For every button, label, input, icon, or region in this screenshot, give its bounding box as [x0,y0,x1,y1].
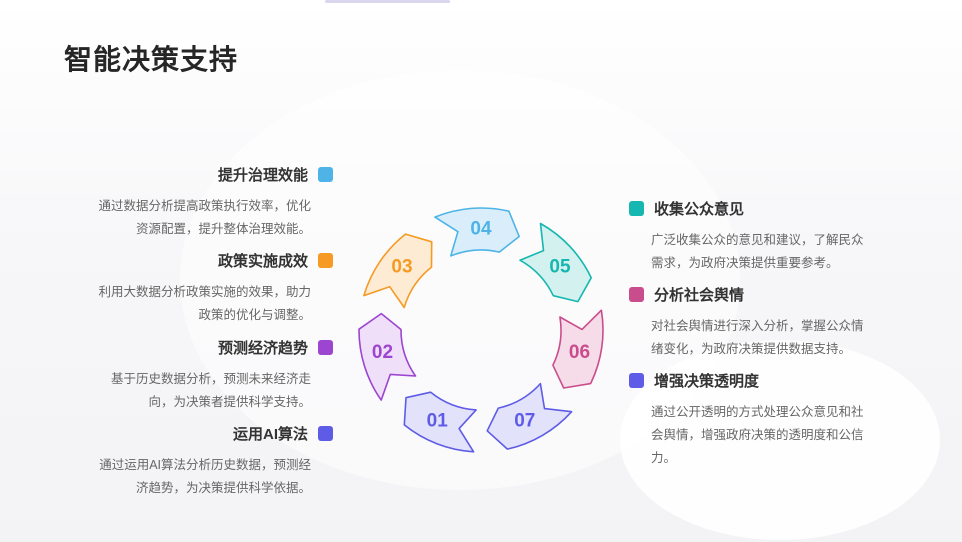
cycle-segment-04 [434,207,520,257]
desc-line: 力。 [651,451,677,465]
cycle-label-03: 03 [391,257,412,278]
color-marker-icon [318,426,333,441]
cycle-label-02: 02 [372,342,393,363]
item-description: 通过公开透明的方式处理公众意见和社 会舆情，增强政府决策的透明度和公信 力。 [651,401,909,470]
left-item-1: 提升治理效能 通过数据分析提高政策执行效率，优化 资源配置，提升整体治理效能。 [60,164,333,241]
item-title: 预测经济趋势 [217,340,308,357]
cycle-label-01: 01 [427,411,449,432]
item-title: 运用AI算法 [232,426,308,443]
cycle-segment-01 [403,391,477,453]
top-accent-bar [325,0,450,3]
desc-line: 对社会舆情进行深入分析，掌握公众情 [651,319,864,333]
desc-line: 需求，为政府决策提供重要参考。 [651,256,839,270]
item-title: 分析社会舆情 [654,287,745,304]
item-description: 基于历史数据分析，预测未来经济走 向，为决策者提供科学支持。 [60,368,311,414]
cycle-segment-02 [358,312,417,401]
desc-line: 济趋势，为决策提供科学依据。 [135,481,311,495]
cycle-segment-05 [519,222,592,303]
item-description: 对社会舆情进行深入分析，掌握公众情 绪变化，为政府决策提供数据支持。 [651,315,909,361]
desc-line: 会舆情，增强政府决策的透明度和公信 [651,428,864,442]
desc-line: 利用大数据分析政策实施的效果，助力 [98,285,311,299]
left-item-3: 预测经济趋势 基于历史数据分析，预测未来经济走 向，为决策者提供科学支持。 [60,337,333,414]
desc-line: 通过运用AI算法分析历史数据，预测经 [99,458,311,472]
item-title: 政策实施成效 [217,253,308,270]
right-item-2: 分析社会舆情 对社会舆情进行深入分析，掌握公众情 绪变化，为政府决策提供数据支持… [629,284,909,361]
desc-line: 通过数据分析提高政策执行效率，优化 [98,199,311,213]
item-description: 广泛收集公众的意见和建议，了解民众 需求，为政府决策提供重要参考。 [651,229,909,275]
cycle-label-06: 06 [569,342,590,363]
desc-line: 向，为决策者提供科学支持。 [148,395,311,409]
cycle-segment-07 [486,382,573,450]
desc-line: 政策的优化与调整。 [198,308,311,322]
background-blob [620,340,940,540]
left-item-2: 政策实施成效 利用大数据分析政策实施的效果，助力 政策的优化与调整。 [60,250,333,327]
cycle-label-07: 07 [514,411,535,432]
desc-line: 基于历史数据分析，预测未来经济走 [110,372,311,386]
item-title: 提升治理效能 [217,167,308,184]
item-title: 收集公众意见 [654,201,745,218]
right-item-3: 增强决策透明度 通过公开透明的方式处理公众意见和社 会舆情，增强政府决策的透明度… [629,370,909,470]
cycle-label-04: 04 [470,219,492,240]
color-marker-icon [629,201,644,216]
page-title: 智能决策支持 [64,44,239,75]
left-item-4: 运用AI算法 通过运用AI算法分析历史数据，预测经 济趋势，为决策提供科学依据。 [60,423,333,500]
color-marker-icon [318,253,333,268]
item-description: 通过运用AI算法分析历史数据，预测经 济趋势，为决策提供科学依据。 [60,454,311,500]
item-title: 增强决策透明度 [654,373,760,390]
item-description: 利用大数据分析政策实施的效果，助力 政策的优化与调整。 [60,281,311,327]
color-marker-icon [629,287,644,302]
desc-line: 绪变化，为政府决策提供数据支持。 [651,342,852,356]
color-marker-icon [318,167,333,182]
color-marker-icon [629,373,644,388]
desc-line: 通过公开透明的方式处理公众意见和社 [651,405,864,419]
color-marker-icon [318,340,333,355]
desc-line: 资源配置，提升整体治理效能。 [135,222,311,236]
right-item-1: 收集公众意见 广泛收集公众的意见和建议，了解民众 需求，为政府决策提供重要参考。 [629,198,909,275]
cycle-segment-03 [363,233,433,309]
cycle-label-05: 05 [549,257,571,278]
cycle-segment-06 [552,309,604,389]
desc-line: 广泛收集公众的意见和建议，了解民众 [651,233,864,247]
item-description: 通过数据分析提高政策执行效率，优化 资源配置，提升整体治理效能。 [60,195,311,241]
